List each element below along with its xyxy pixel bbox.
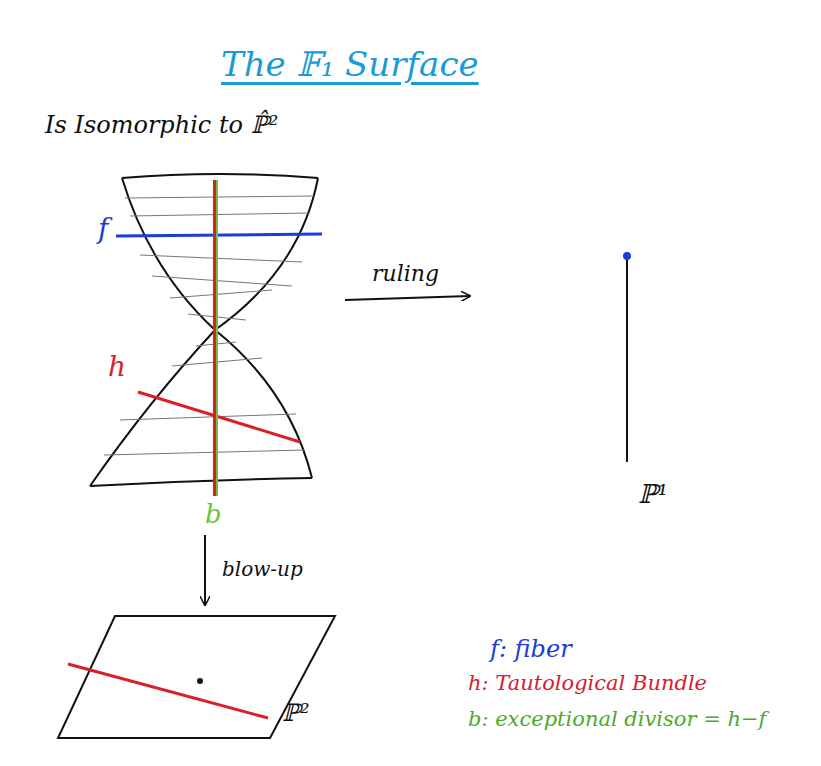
title: The 𝔽₁ Surface (221, 46, 479, 83)
blowup-point (197, 678, 203, 684)
left-edge (90, 178, 215, 486)
plane-outline (58, 616, 335, 738)
line-label: ℙ¹ (638, 480, 668, 509)
legend-note: b: exceptional divisor = h−f (468, 708, 766, 731)
top-edge (122, 174, 318, 178)
exceptional-line (216, 180, 218, 496)
fiber-line (116, 234, 322, 236)
arrow-label: blow-up (222, 558, 303, 580)
bundle-label: h (108, 352, 126, 383)
section-line (213, 180, 217, 496)
divisor-label: b (205, 500, 222, 529)
plane-line (68, 664, 268, 718)
plane-label: ℙ² (282, 700, 310, 726)
bottom-edge (90, 478, 312, 486)
legend-note: f: fiber (490, 636, 572, 662)
fiber-point (623, 252, 631, 260)
tautological-line (138, 392, 300, 442)
legend-note: h: Tautological Bundle (468, 672, 707, 695)
base-line (626, 252, 628, 462)
subtitle: Is Isomorphic to ℙ̂² (45, 112, 278, 138)
fiber-label: f (98, 214, 108, 245)
ruling-arrow (345, 296, 470, 300)
blowup-arrow (204, 535, 206, 605)
arrow-label: ruling (372, 262, 439, 286)
